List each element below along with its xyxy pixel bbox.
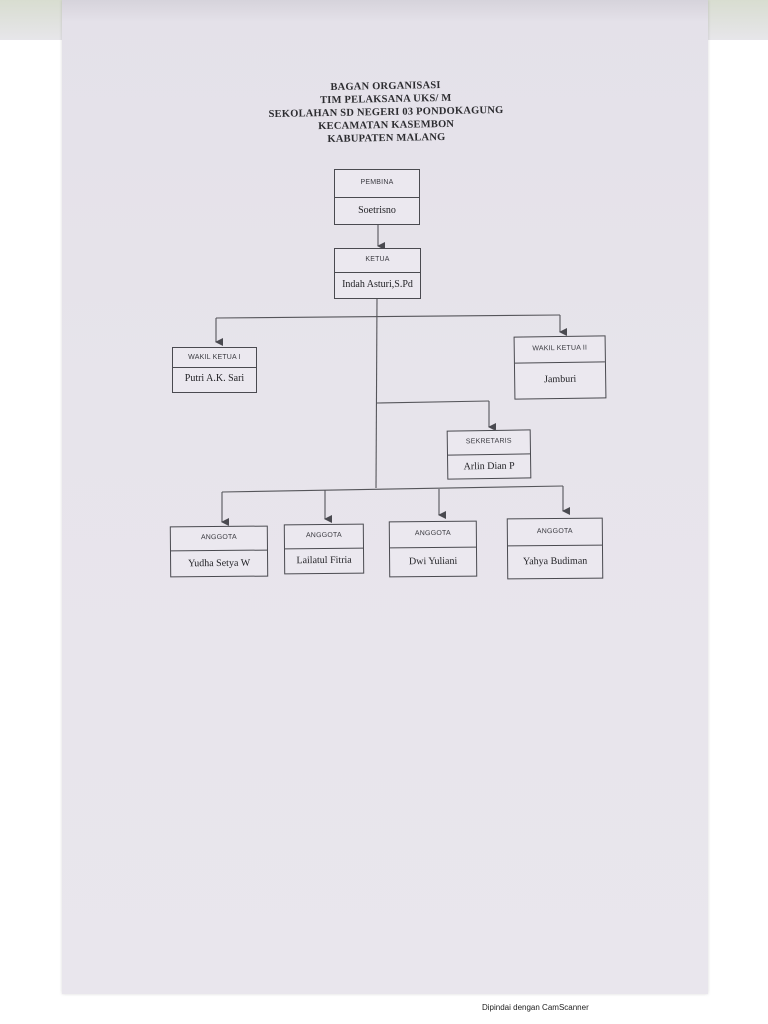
node-name: Yudha Setya W: [188, 557, 251, 570]
node-role: ANGGOTA: [284, 524, 363, 550]
connector-sekretaris-bar: [376, 400, 490, 404]
camscanner-footer: Dipindai dengan CamScanner: [482, 1003, 589, 1012]
node-pembina: PEMBINA Soetrisno: [334, 169, 420, 225]
node-ketua: KETUA Indah Asturi,S.Pd: [334, 248, 421, 299]
node-name: Lailatul Fitria: [296, 554, 352, 567]
scanned-page: [62, 0, 708, 994]
node-sekretaris: SEKRETARIS Arlin Dian P: [446, 429, 532, 480]
node-name: Jamburi: [543, 373, 577, 386]
node-name: Yahya Budiman: [522, 555, 588, 568]
connector-trunk: [375, 297, 378, 489]
node-role: SEKRETARIS: [447, 430, 531, 456]
connector-anggota-bar: [221, 485, 564, 493]
node-role: WAKIL KETUA II: [514, 336, 605, 364]
node-role: KETUA: [335, 249, 420, 273]
node-role: PEMBINA: [335, 170, 419, 198]
node-anggota-1: ANGGOTA Yudha Setya W: [169, 525, 269, 578]
node-anggota-3: ANGGOTA Dwi Yuliani: [388, 520, 478, 578]
node-role: ANGGOTA: [507, 518, 602, 547]
node-name: Putri A.K. Sari: [184, 373, 245, 384]
node-role: ANGGOTA: [170, 526, 267, 552]
node-name: Dwi Yuliani: [408, 555, 458, 568]
node-name: Indah Asturi,S.Pd: [342, 279, 413, 290]
page-shadow: [62, 0, 708, 22]
connector-wakil-bar: [215, 314, 561, 319]
node-name: Soetrisno: [358, 205, 396, 216]
node-wakil-ketua-1: WAKIL KETUA I Putri A.K. Sari: [172, 347, 257, 393]
node-name: Arlin Dian P: [463, 460, 515, 473]
node-anggota-4: ANGGOTA Yahya Budiman: [506, 517, 604, 580]
node-role: WAKIL KETUA I: [173, 348, 256, 368]
node-anggota-2: ANGGOTA Lailatul Fitria: [283, 523, 365, 575]
node-role: ANGGOTA: [389, 521, 476, 549]
node-wakil-ketua-2: WAKIL KETUA II Jamburi: [513, 335, 607, 400]
